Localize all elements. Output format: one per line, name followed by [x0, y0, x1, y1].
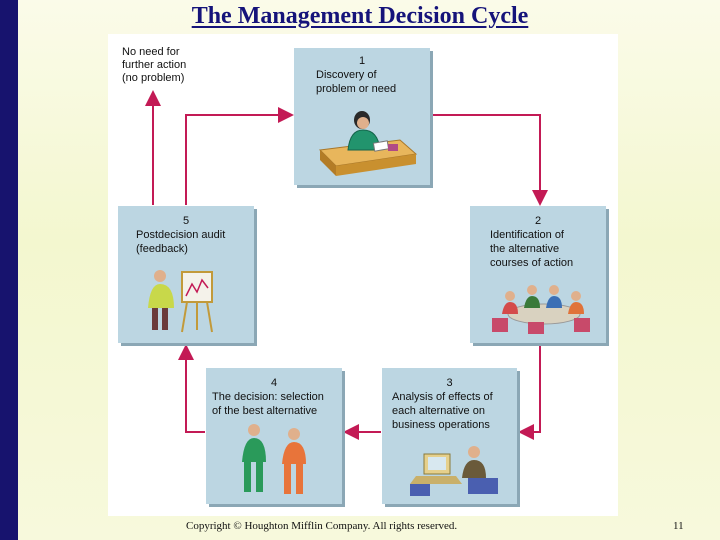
step-label-line: courses of action — [490, 257, 574, 269]
left-accent-bar — [0, 0, 18, 540]
copyright-notice: Copyright © Houghton Mifflin Company. Al… — [186, 520, 458, 532]
step-number: 3 — [446, 377, 453, 389]
step-label: Discovery of problem or need — [294, 68, 430, 96]
step-card-1: 1 Discovery of problem or need — [294, 48, 430, 185]
page-number: 11 — [673, 520, 684, 532]
arrow-4-to-5 — [178, 344, 205, 433]
step-label-line: problem or need — [316, 83, 397, 95]
step-label-line: Analysis of effects of — [392, 391, 493, 403]
step-label-line: Postdecision audit — [136, 229, 226, 241]
step-number: 2 — [534, 215, 542, 227]
step-number: 1 — [358, 55, 366, 67]
step-number: 4 — [270, 377, 278, 389]
step-card-4: 4 The decision: selection of the best al… — [206, 368, 342, 504]
decision-handshake-illustration — [242, 424, 306, 494]
step-label: Postdecision audit (feedback) — [118, 228, 254, 256]
step-label-line: of the best alternative — [212, 405, 318, 417]
step-label: Analysis of effects of each alternative … — [382, 390, 517, 432]
step-label: The decision: selection of the best alte… — [206, 390, 342, 418]
step-card-2: 2 Identification of the alternative cour… — [470, 206, 606, 343]
slide-title: The Management Decision Cycle — [191, 3, 529, 29]
no-action-note: No need for further action (no problem) — [122, 46, 212, 85]
step-number: 5 — [182, 215, 190, 227]
no-action-line: further action — [122, 59, 187, 71]
no-action-line: (no problem) — [122, 72, 185, 84]
step-card-3: 3 Analysis of effects of each alternativ… — [382, 368, 517, 504]
step-label-line: the alternative — [490, 243, 560, 255]
step-label-line: business operations — [392, 419, 490, 431]
step-label: Identification of the alternative course… — [470, 228, 606, 270]
computer-analysis-illustration — [410, 446, 498, 496]
manager-at-desk-illustration — [318, 111, 418, 176]
team-meeting-illustration — [492, 285, 590, 334]
arrow-5-to-1 — [185, 107, 294, 205]
step-label-line: Discovery of — [316, 69, 377, 81]
step-label-line: (feedback) — [136, 243, 188, 255]
step-card-5: 5 Postdecision audit (feedback) — [118, 206, 254, 343]
step-label-line: each alternative on — [392, 405, 485, 417]
step-label-line: The decision: selection — [212, 391, 324, 403]
step-label-line: Identification of — [490, 229, 564, 241]
no-action-line: No need for — [122, 46, 180, 58]
presentation-chart-illustration — [148, 270, 213, 333]
arrow-1-to-2 — [432, 114, 548, 206]
arrow-2-to-3 — [518, 344, 541, 440]
